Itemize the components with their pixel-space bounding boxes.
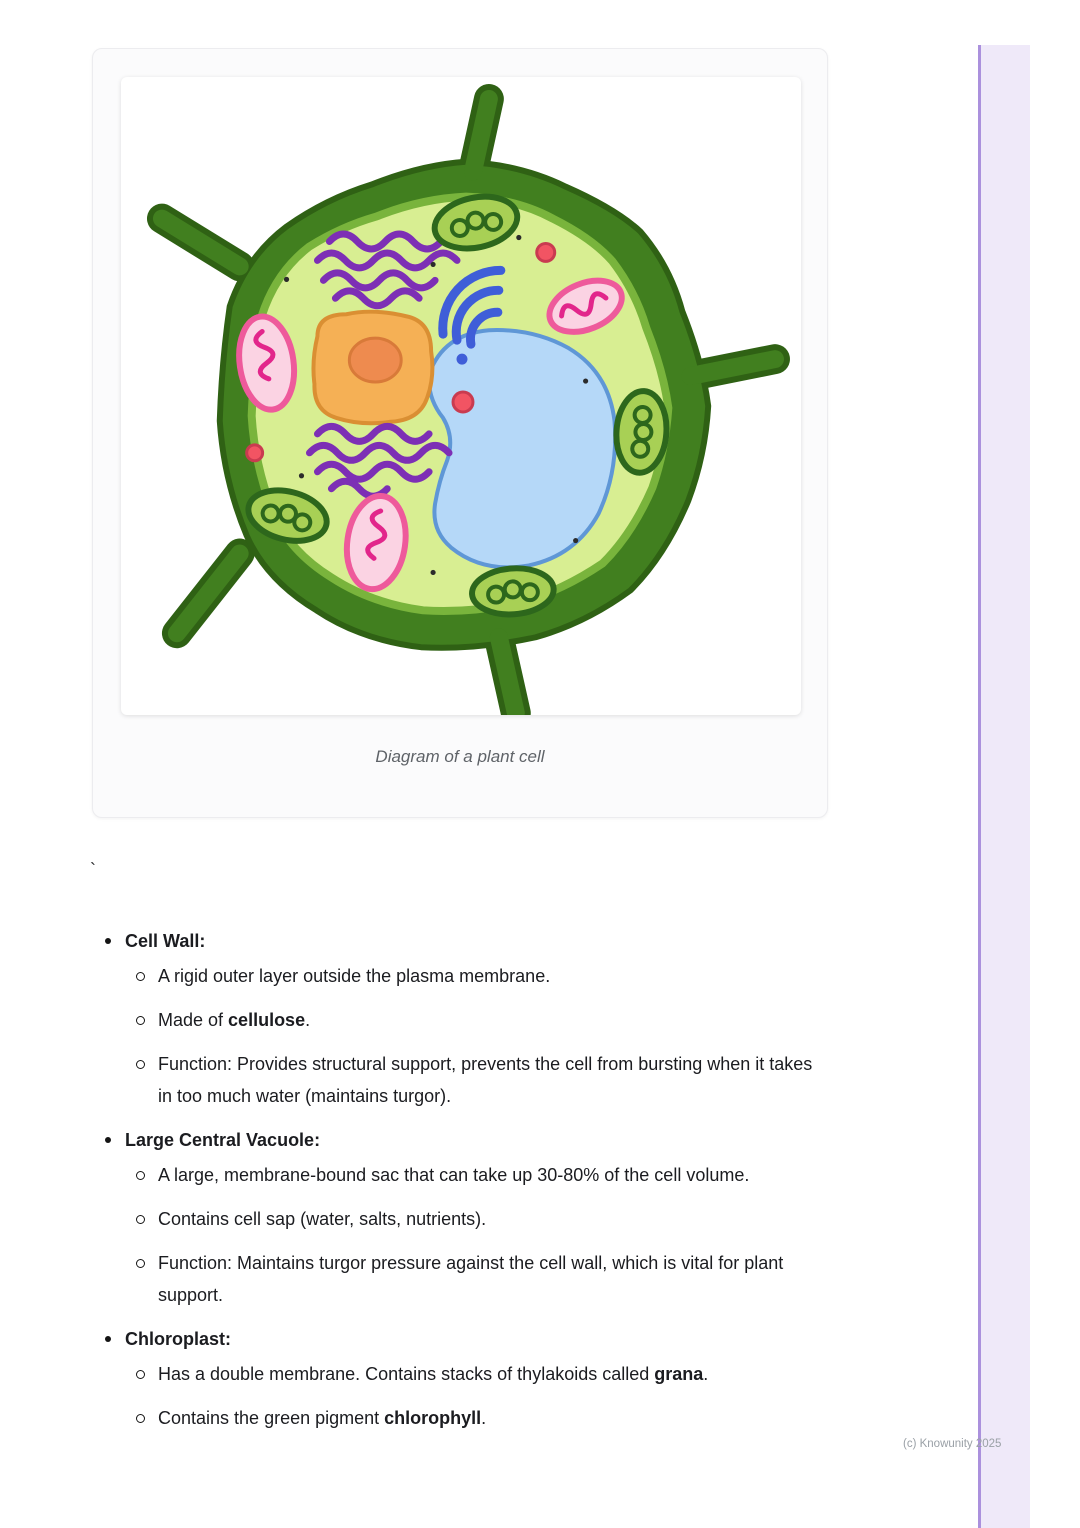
bullet-disc-icon [105,1137,111,1143]
figure-caption: Diagram of a plant cell [375,747,545,766]
note-term: Cell Wall: [125,931,206,951]
mitochondrion-bottom [343,492,409,593]
nucleus [311,309,435,426]
note-section: Chloroplast: Has a double membrane. Conta… [92,1323,892,1434]
side-panel-edge [978,45,1030,1528]
note-detail-text: Contains cell sap (water, salts, nutrien… [158,1209,487,1229]
note-detail: A rigid outer layer outside the plasma m… [92,960,892,992]
note-detail: Contains the green pigment chlorophyll. [92,1402,892,1434]
cell-wall-spikes-top [152,89,784,715]
golgi-apparatus-top [313,230,461,310]
bullet-circle-icon [136,1171,145,1180]
mitochondrion-left [236,313,298,413]
bullet-circle-icon [136,1016,145,1025]
copyright-text: (c) Knowunity 2025 [903,1438,1002,1450]
note-term: Chloroplast: [125,1329,231,1349]
note-detail-text: Made of cellulose. [158,1010,311,1030]
plant-cell-illustration [121,77,801,715]
note-detail: Function: Maintains turgor pressure agai… [92,1247,892,1311]
note-detail-text: Has a double membrane. Contains stacks o… [158,1364,709,1384]
note-term: Large Central Vacuole: [125,1130,321,1150]
chloroplast-bottom [469,565,557,618]
vesicles [245,241,557,463]
central-vacuole [426,328,618,570]
stray-backtick: ` [90,860,96,880]
figure-card: Diagram of a plant cell [92,48,828,818]
note-detail-text: Contains the green pigment chlorophyll. [158,1408,487,1428]
bullet-circle-icon [136,1060,145,1069]
bullet-circle-icon [136,1259,145,1268]
note-detail: Has a double membrane. Contains stacks o… [92,1358,892,1390]
chloroplast-bottom-left [245,487,330,544]
note-detail-text: Function: Maintains turgor pressure agai… [158,1253,784,1305]
bullet-circle-icon [136,1370,145,1379]
bullet-disc-icon [105,1336,111,1342]
nucleolus [347,336,403,384]
note-section: Large Central Vacuole: A large, membrane-… [92,1124,892,1311]
endoplasmic-reticulum [438,265,506,365]
note-detail: A large, membrane-bound sac that can tak… [92,1159,892,1191]
ribosome-dots [283,234,589,576]
bullet-circle-icon [136,972,145,981]
bullet-circle-icon [136,1414,145,1423]
note-detail-text: A rigid outer layer outside the plasma m… [158,966,551,986]
note-detail: Contains cell sap (water, salts, nutrien… [92,1203,892,1235]
mitochondrion-top-right [546,277,625,335]
bullet-circle-icon [136,1215,145,1224]
note-detail: Made of cellulose. [92,1004,892,1036]
chloroplast-top [431,193,521,252]
chloroplast-right [613,388,670,476]
notes-list: Cell Wall: A rigid outer layer outside th… [92,925,892,1446]
note-section: Cell Wall: A rigid outer layer outside th… [92,925,892,1112]
note-detail-text: A large, membrane-bound sac that can tak… [158,1165,750,1185]
note-detail: Function: Provides structural support, p… [92,1048,892,1112]
bullet-disc-icon [105,938,111,944]
plant-cell-svg [146,83,790,715]
note-detail-text: Function: Provides structural support, p… [158,1054,813,1106]
